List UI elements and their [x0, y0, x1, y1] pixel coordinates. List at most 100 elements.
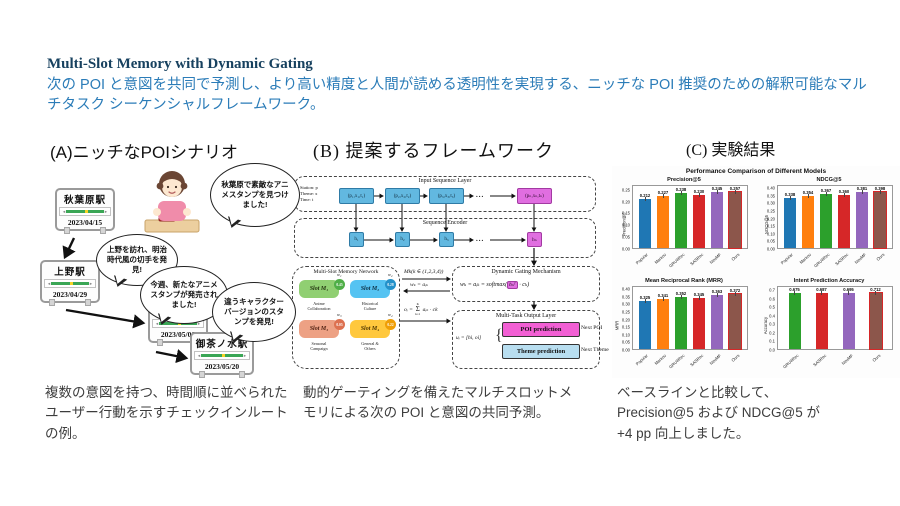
y-tick-label: 0.15: [621, 210, 630, 216]
w2-value: 0.28: [385, 279, 396, 290]
bar-group: 0.257: [729, 186, 741, 248]
bar-value-label: 0.687: [816, 287, 827, 292]
wk-formula: wₖ = aᵢₖ: [410, 282, 429, 288]
x-tick-label: NeuMF: [708, 252, 723, 265]
y-tick-label: 0.05: [621, 339, 630, 345]
error-bar: [734, 292, 736, 297]
bar-value-label: 0.354: [802, 189, 814, 195]
bar: [657, 296, 669, 349]
y-tick-label: 0.40: [621, 286, 630, 292]
y-tick-label: 0.15: [621, 324, 630, 330]
speech-bubble-1: 秋葉原で素敵なアニメスタンプを見つけました!: [210, 163, 300, 227]
error-bar: [680, 295, 682, 300]
y-tick-label: 0.4: [769, 313, 775, 319]
bar-group: 0.325: [639, 287, 651, 349]
bar: [820, 191, 832, 248]
slot-m3-label: Seasonal Campaign: [310, 341, 328, 352]
theme-prediction-chip: Theme prediction: [502, 344, 580, 359]
input-legend: Station: p Theme: x Time: t: [300, 185, 318, 203]
bar-group: 0.360: [838, 186, 850, 248]
x-tick-label: Popular: [779, 252, 794, 266]
x-tick-label: SASRec: [688, 353, 704, 368]
girl-with-stamp-illustration: [144, 171, 200, 233]
w4-label: w₄: [388, 312, 393, 317]
slot-m2: Slot M₂: [350, 280, 390, 298]
bar-value-label: 0.352: [675, 291, 687, 297]
y-tick-label: 0.25: [766, 208, 775, 214]
bar: [729, 190, 741, 248]
y-tick-label: 0.25: [621, 309, 630, 315]
y-tick-label: 0.00: [621, 246, 630, 252]
bar-group: 0.238: [675, 186, 687, 248]
y-tick-label: 0.30: [766, 200, 775, 206]
bar: [842, 291, 855, 349]
x-tick-label: NeuMF: [853, 252, 868, 265]
station-sign-akihabara: 秋葉原駅 ◄► 2023/04/15: [55, 188, 115, 234]
slide-header: Multi-Slot Memory with Dynamic Gating 次の…: [47, 56, 877, 115]
bar-value-label: 0.212: [639, 193, 651, 199]
bar-value-label: 0.367: [820, 187, 832, 193]
error-bar: [879, 190, 881, 194]
bar-value-label: 0.675: [789, 287, 800, 293]
y-tick-label: 0.10: [766, 231, 775, 237]
input-node-n: (pₙ,xₙ,tₙ): [517, 188, 552, 204]
bar-group: 0.381: [856, 186, 868, 248]
error-bar: [794, 291, 795, 296]
bar-group: 0.227: [657, 186, 669, 248]
bar: [802, 193, 814, 248]
bar-group: 0.398: [874, 186, 886, 248]
input-node-3: (p₃,x₃,t₃): [429, 188, 464, 204]
error-bar: [825, 191, 827, 196]
error-bar: [734, 190, 736, 194]
bar: [869, 291, 882, 349]
bar: [729, 292, 741, 349]
station-name: 御茶ノ水駅: [195, 340, 249, 350]
x-tick-label: SASRec: [811, 353, 827, 368]
ui-formula: uᵢ = [hi, oi]: [456, 335, 482, 341]
y-tick-label: 0.20: [766, 216, 775, 222]
bar-group: 0.372: [729, 287, 741, 349]
w2-label: w₂: [388, 272, 393, 277]
bar-value-label: 0.227: [657, 189, 669, 195]
y-tick-label: 0.25: [621, 187, 630, 193]
bar-group: 0.367: [820, 186, 832, 248]
bar: [693, 296, 705, 349]
x-tick-label: NeuMF: [708, 353, 723, 366]
error-bar: [662, 193, 664, 198]
error-bar: [698, 193, 700, 198]
bar-value-label: 0.257: [729, 186, 741, 191]
chart-title: Intent Prediction Accuracy: [793, 278, 865, 284]
panel-a-scenario: 秋葉原駅 ◄► 2023/04/15 上野駅 ◄► 2023/04/29 水道橋…: [40, 160, 302, 382]
error-bar: [716, 190, 718, 194]
mk-formula: Mk(k ∈ (1,2,3,4)): [404, 269, 444, 275]
x-tick-label: Ours: [875, 252, 886, 262]
bar: [874, 190, 886, 248]
error-bar: [698, 296, 700, 301]
y-tick-label: 0.15: [766, 223, 775, 229]
sign-strip: ◄►: [44, 279, 96, 288]
w4-value: 0.22: [385, 319, 396, 330]
bar-group: 0.245: [711, 186, 723, 248]
y-tick-label: 0.20: [621, 199, 630, 205]
bar-value-label: 0.363: [711, 289, 723, 295]
bar-value-label: 0.245: [711, 186, 723, 191]
bar-group: 0.338: [784, 186, 796, 248]
panel-c-results: Performance Comparison of Different Mode…: [612, 166, 900, 378]
bar: [788, 291, 801, 349]
route-arrows: [62, 237, 189, 364]
bar: [675, 191, 687, 248]
dynamic-gating-box: Dynamic Gating Mechanism: [452, 266, 600, 302]
error-bar: [861, 190, 863, 194]
y-tick-label: 0.1: [769, 338, 775, 344]
bar-group: 0.354: [802, 186, 814, 248]
checkin-date: 2023/05/06: [160, 330, 196, 339]
ellipsis: ...: [476, 235, 485, 243]
